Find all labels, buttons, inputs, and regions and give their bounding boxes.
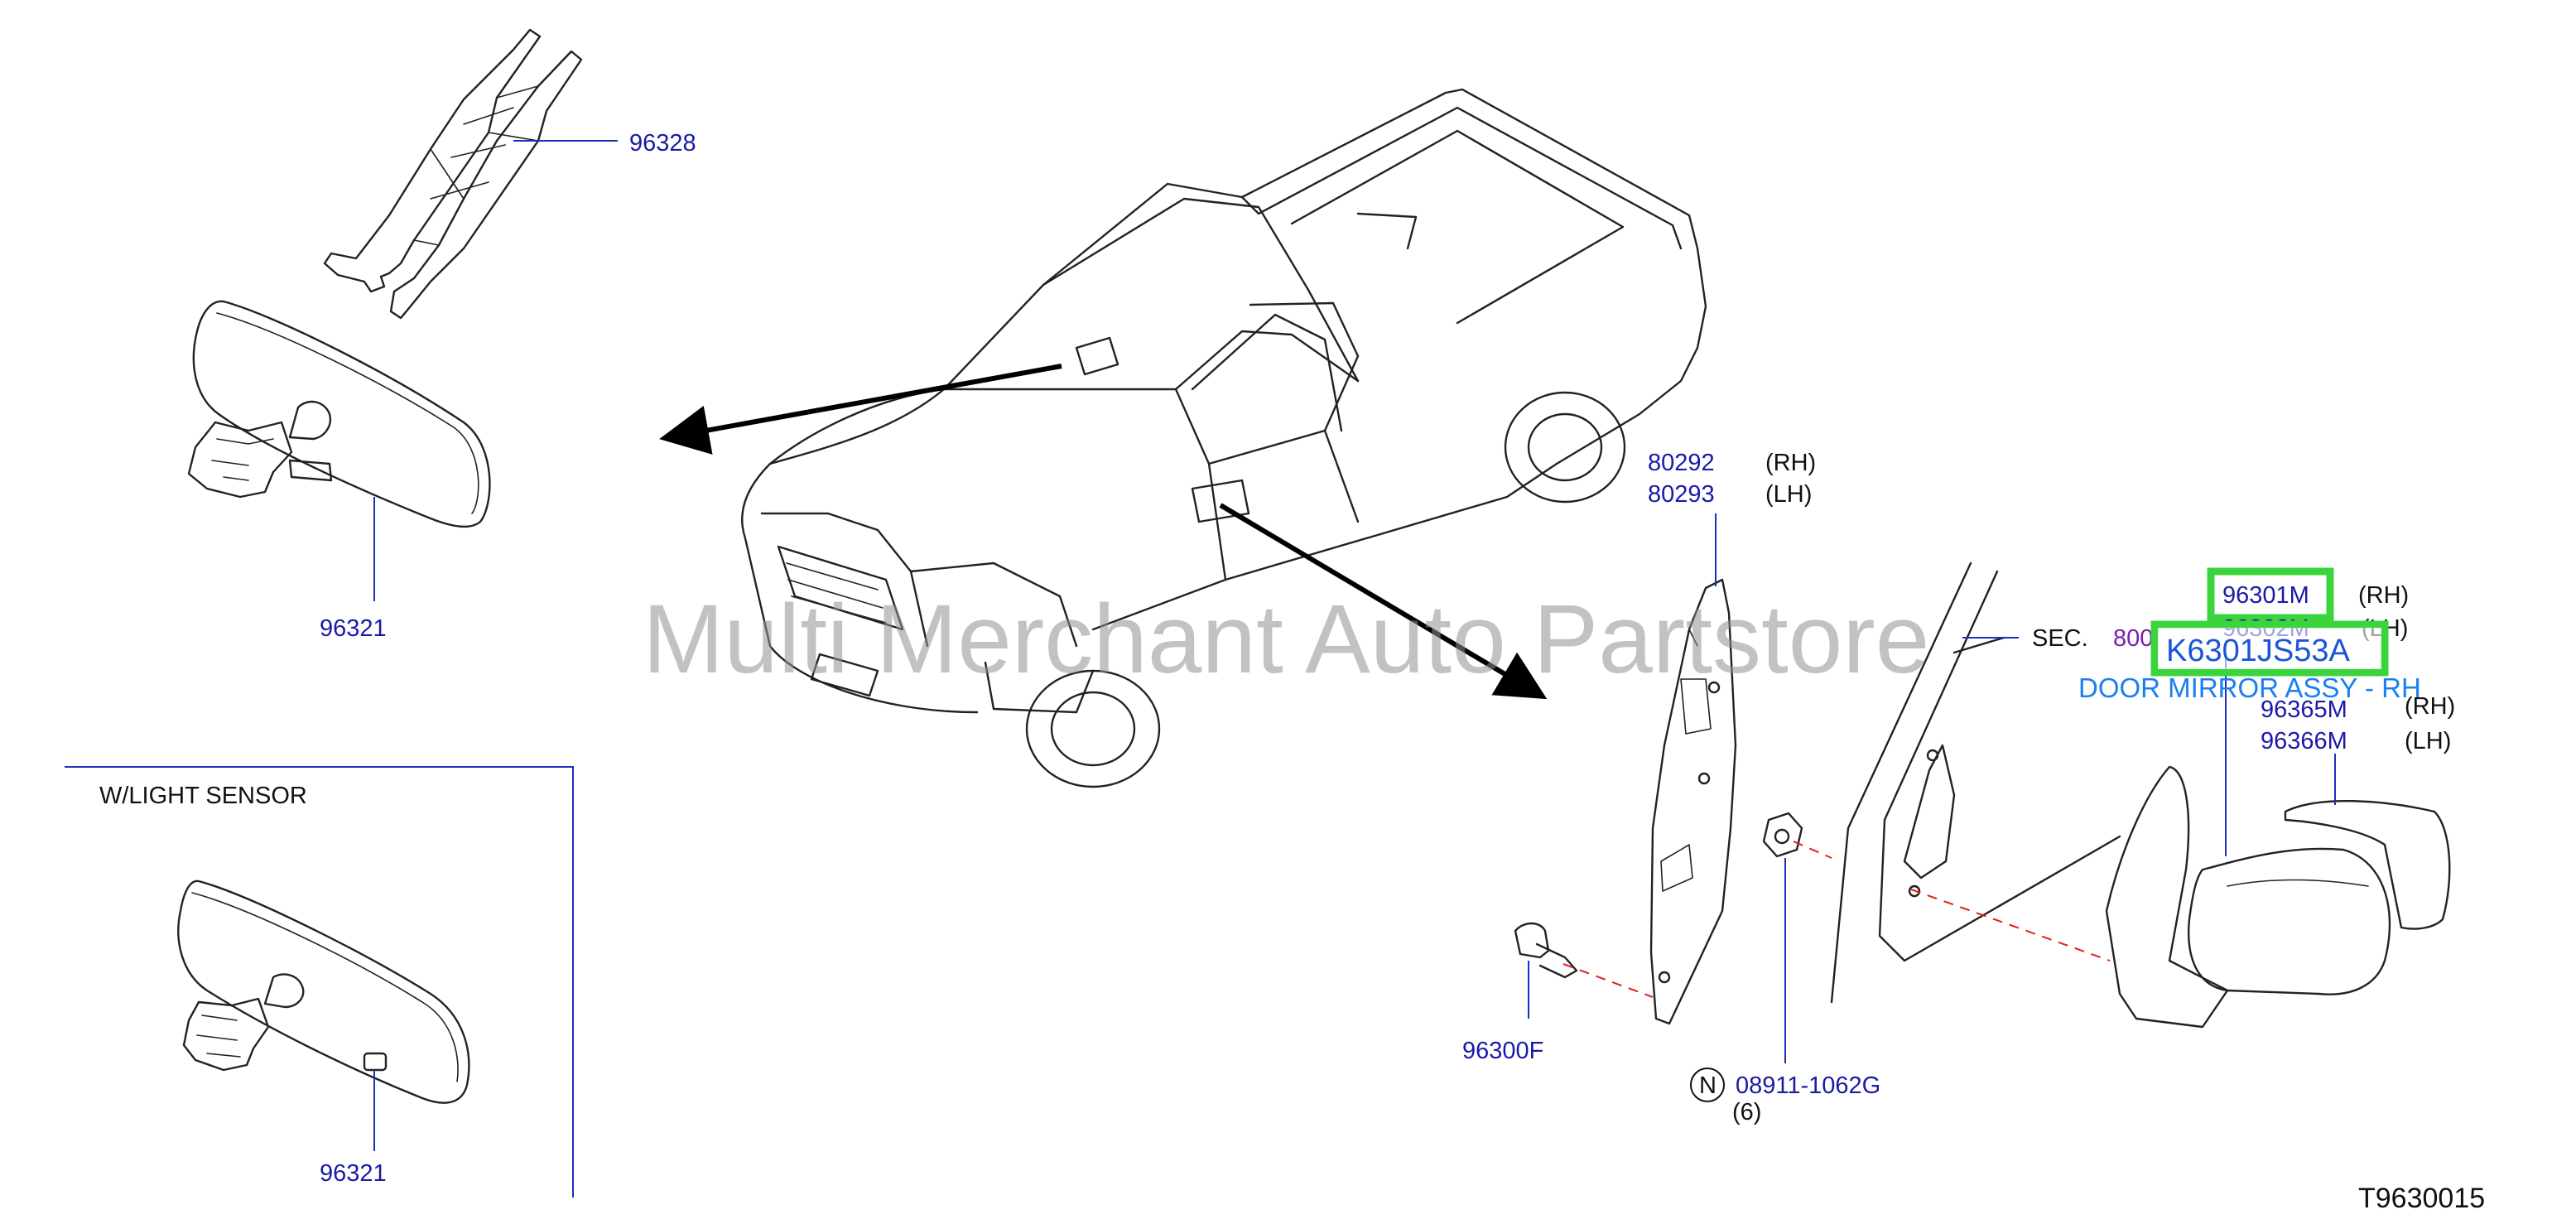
mirror-bracket-illustration [323,28,583,320]
callout-96366m[interactable]: 96366M [2261,728,2347,754]
callout-96321-bottom[interactable]: 96321 [320,1160,387,1187]
diagram-code: T9630015 [2358,1183,2485,1214]
callout-96301m[interactable]: 96301M [2222,582,2309,609]
highlighted-part-number[interactable]: K6301JS53A [2166,634,2350,668]
callout-96301m-side: (RH) [2358,582,2409,609]
highlighted-part-description: DOOR MIRROR ASSY - RH [2078,672,2421,703]
nut-illustration [1762,812,1803,858]
callout-96365m[interactable]: 96365M [2261,696,2347,723]
callout-96321-top[interactable]: 96321 [320,615,387,642]
callout-highlight-box [2207,567,2334,622]
callout-80293-side: (LH) [1765,481,1812,508]
section-label: SEC. [2032,625,2088,652]
callout-96365m-side: (RH) [2405,693,2455,720]
nut-symbol: N [1699,1072,1717,1099]
part-number-highlight-fill [2158,628,2381,669]
inset-title: W/LIGHT SENSOR [99,783,307,809]
nut-symbol-circle [1690,1068,1725,1102]
inset-frame [65,766,574,1198]
callout-80292-side: (RH) [1765,450,1816,476]
door-frame-illustration [1830,561,2121,1004]
callout-96328[interactable]: 96328 [629,130,696,157]
part-number-highlight-box [2150,620,2389,677]
callout-80293[interactable]: 80293 [1648,481,1715,508]
arrow-to-door-mirror [1219,503,1548,700]
door-mirror-assembly-illustration [2105,765,2451,1029]
watermark: Multi Merchant Auto Partstore [643,585,1929,694]
callout-96366m-side: (LH) [2405,728,2451,754]
sensor-mirror-illustration [177,880,470,1104]
pickup-truck-illustration [741,88,1707,788]
section-number[interactable]: 800 [2113,625,2153,652]
rearview-mirror-illustration [187,300,491,528]
callout-80292[interactable]: 80292 [1648,450,1715,476]
callout-96300f[interactable]: 96300F [1462,1038,1543,1064]
mirror-guide-line [1910,889,2111,962]
clip-guide-line [1562,963,1654,998]
clip-illustration [1514,922,1578,979]
callout-08911-quantity: (6) [1732,1099,1761,1125]
mirror-cover-illustration [1649,578,1737,1025]
nut-guide-line [1793,841,1832,859]
callout-08911-1062g[interactable]: 08911-1062G [1736,1072,1880,1099]
arrow-to-rearview-mirror [659,364,1062,455]
